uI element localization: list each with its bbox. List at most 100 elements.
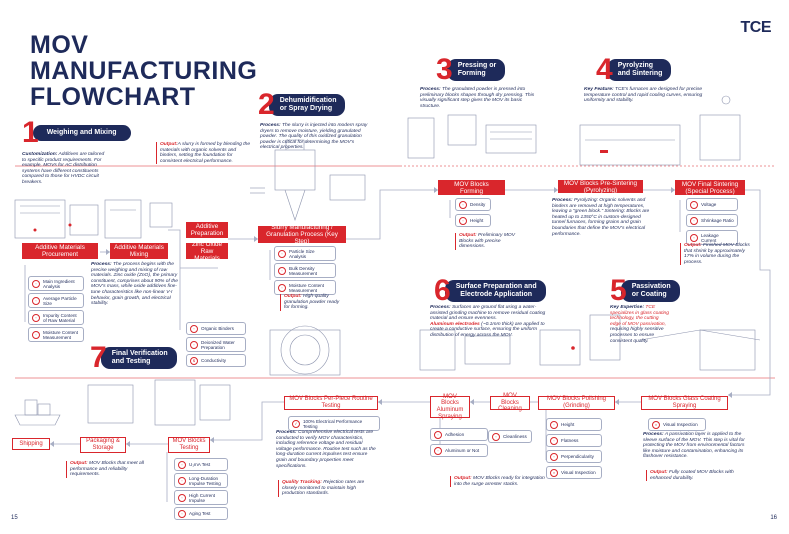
chip-deionized-water: ◦Deionized Water Preparation [186, 337, 246, 352]
chip-aluminum-or-not: ◦Aluminum or Not [430, 444, 488, 457]
box-additive-procurement: Additive Materials Procurement [22, 243, 98, 259]
box-slurry-manufacturing: Slurry Manufacturing / Granulation Proce… [258, 224, 346, 245]
height-icon: ◦ [550, 420, 558, 429]
particles-icon: ◦ [278, 249, 286, 258]
step-5-number: 5 [610, 274, 627, 307]
box-zinc-oxide: Zinc Oxide Raw Materials [186, 241, 228, 262]
chip-perpendicularity: ◦Perpendicularity [546, 450, 602, 463]
box-pre-sintering: MOV Blocks Pre-Sintering (Pyrolyzing) [558, 180, 643, 194]
water-icon: ◦ [190, 340, 198, 349]
shrink-icon: ◦ [690, 216, 698, 225]
box-additive-preparation: Additive Preparation [186, 222, 228, 238]
quality-tracking-text: Quality Tracking: Rejection rates are cl… [278, 480, 380, 497]
forming-params-list: ◦Density ◦Height [455, 198, 491, 227]
box-shipping: Shipping [12, 438, 50, 450]
chip-moisture: ◦Moisture Content Measurement [28, 327, 84, 342]
chip-voltage: ◦Voltage [686, 198, 738, 211]
tce-logo: TCE [740, 19, 772, 36]
particles-icon: ◦ [32, 296, 40, 305]
box-final-sintering: MOV Final Sintering (Special Process) [675, 180, 745, 195]
box-additive-mixing: Additive Materials Mixing [110, 243, 168, 259]
output-slurry-text: Output: High-quality granulation powder … [280, 294, 346, 311]
impurity-icon: ◦ [32, 313, 40, 322]
chip-flatness: ◦Flatness [546, 434, 602, 447]
chip-u1ma-test: ◦U₁mA Test [174, 458, 228, 471]
slurry-params-list: ◦Particle Size Analysis ◦Bulk Density Me… [274, 246, 336, 295]
output-passivation-text: Output: Fully coated MOV Blocks with enh… [646, 470, 746, 482]
mix-params-list: ◦Main Ingredient Analysis ◦Average Parti… [28, 276, 84, 342]
sinter-params-list: ◦Voltage ◦Shrinkage Ratio ◦Leakage Curre… [686, 198, 738, 245]
process-routine-text: Process: Comprehensive electrical tests … [276, 430, 376, 469]
title-line-2: FLOWCHART [30, 83, 196, 111]
chip-adhesion: ◦Adhesion [430, 428, 488, 441]
flatness-icon: ◦ [550, 436, 558, 445]
step-4-number: 4 [596, 53, 613, 86]
binder-icon: ◦ [190, 324, 198, 333]
flask-icon: ◦ [32, 279, 40, 288]
title-line-1: MOV MANUFACTURING [30, 31, 258, 85]
process-3-text: Process: The granulated powder is presse… [420, 87, 535, 109]
clock-icon: ◦ [178, 476, 186, 485]
polishing-params-list: ◦Height ◦Flatness ◦Perpendicularity ×Vis… [546, 418, 602, 479]
aging-icon: ◦ [178, 509, 186, 518]
chip-high-current: ◦High Current Impulse [174, 490, 228, 505]
output-forming-text: Output: Preliminary MOV Blocks with prec… [455, 233, 519, 250]
step-2-number: 2 [258, 88, 275, 121]
voltage-icon: ◦ [690, 200, 698, 209]
step-1-title: Weighing and Mixing [32, 125, 131, 141]
voltage-icon: ◦ [178, 460, 186, 469]
sparkle-icon: ◦ [492, 432, 500, 441]
chip-conductivity: $Conductivity [186, 354, 246, 367]
chip-particle-size: ◦Average Particle Size [28, 293, 84, 308]
process-passivation-text: Process: A passivation layer is applied … [643, 432, 745, 460]
testing-params-list: ◦U₁mA Test ◦Long-Duration Impulse Testin… [174, 458, 228, 520]
conductivity-icon: $ [190, 356, 198, 365]
process-2-text: Process: The slurry is injected into mod… [260, 123, 368, 151]
box-glass-coating: MOV Blocks Glass Coating Spraying [641, 396, 728, 410]
keyexpertise-5-text: Key Expertise: TCE specializes in glass … [610, 305, 669, 344]
chip-impurity: ◦Impurity Content of Raw Material [28, 310, 84, 325]
cleaning-params-list: ◦Cleanliness [488, 430, 532, 443]
page-title: MOV MANUFACTURING FLOWCHART [30, 32, 260, 110]
droplet-icon: ◦ [32, 330, 40, 339]
chip-shrinkage: ◦Shrinkage Ratio [686, 214, 738, 227]
chip-particle-analysis: ◦Particle Size Analysis [274, 246, 336, 261]
chip-density: ◦Density [455, 198, 491, 211]
step-1-number: 1 [22, 116, 39, 149]
chip-electrical-performance: ✓100% Electrical Performance Testing [288, 416, 380, 431]
step-6-number: 6 [434, 274, 451, 307]
chip-visual-inspection: ×Visual Inspection [546, 466, 602, 479]
box-cleaning: MOV Blocks Cleaning [490, 393, 530, 412]
question-icon: ◦ [434, 446, 442, 455]
step-1-header: 1 Weighing and Mixing [22, 116, 131, 149]
glass-params-list: ×Visual Inspection [648, 418, 706, 431]
close-icon: × [550, 468, 558, 477]
box-packaging: Packaging & Storage [80, 437, 126, 453]
height-icon: ◦ [459, 216, 467, 225]
chip-slurry-moisture: ◦Moisture Content Measurement [274, 280, 336, 295]
chip-main-ingredient: ◦Main Ingredient Analysis [28, 276, 84, 291]
droplet-icon: ◦ [278, 283, 286, 292]
page-number-right: 16 [770, 515, 777, 521]
process-1-text: Process: The process begins with the pre… [91, 262, 178, 307]
page-number-left: 15 [11, 515, 18, 521]
step-7-number: 7 [90, 341, 107, 374]
chip-organic-binders: ◦Organic Binders [186, 322, 246, 335]
box-routine-testing: MOV Blocks Per-Piece Routine Testing [284, 396, 378, 410]
process-sintering-text: Process: Pyrolyzing: Organic solvents an… [552, 198, 650, 237]
chip-bulk-density: ◦Bulk Density Measurement [274, 263, 336, 278]
box-mov-forming: MOV Blocks Forming [438, 180, 505, 195]
step-3-number: 3 [436, 53, 453, 86]
density-icon: ◦ [459, 200, 467, 209]
box-mov-testing: MOV Blocks Testing [168, 437, 210, 453]
chip-aging: ◦Aging Test [174, 507, 228, 520]
